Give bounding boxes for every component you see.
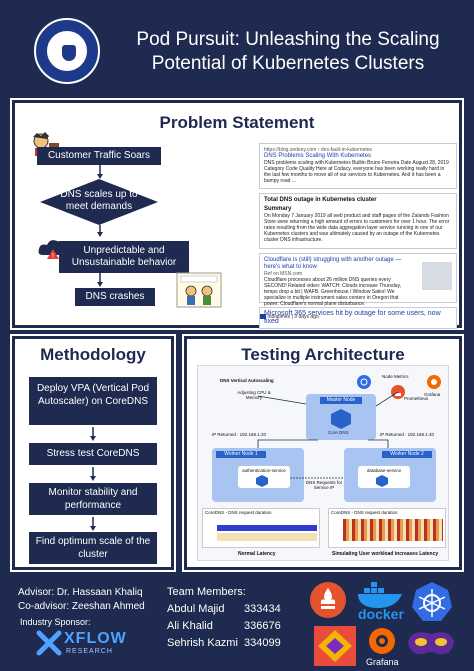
grafana-icon — [427, 375, 441, 389]
svg-text:!: ! — [52, 253, 54, 260]
news-card-heading: Microsoft 365 services hit by outage for… — [264, 310, 441, 325]
news-card-subheading: Summary — [264, 206, 292, 212]
latency-chart-normal: CoreDNS - DNS request duration — [202, 508, 320, 548]
cartoon-comic-icon — [176, 272, 222, 308]
architecture-connectors — [257, 391, 399, 479]
vpa-sublabel: Adjusting CPU & Memory — [237, 390, 271, 400]
methodology-panel: Methodology Deploy VPA (Vertical Pod Aut… — [10, 334, 176, 572]
node-metrics-label: Node Metrics — [382, 374, 409, 379]
cloud-warning-icon: ! — [38, 240, 66, 260]
grafana-swirl-icon — [369, 628, 395, 654]
pod-icon — [256, 475, 268, 487]
news-card-body: On Monday 7 January 2019 all web product… — [264, 213, 450, 243]
method-step-stress-test: Stress test CoreDNS — [29, 443, 157, 465]
latency-heatmap — [343, 519, 443, 541]
worker-node-2: Worker Node 2 database-service — [344, 448, 436, 502]
coadvisor-text: Co-advisor: Zeeshan Ahmed — [18, 601, 145, 612]
news-card-microsoft[interactable]: Microsoft 365 services hit by outage for… — [259, 307, 457, 329]
master-node: Master Node Core DNS — [306, 394, 376, 440]
poster-title: Pod Pursuit: Unleashing the Scaling Pote… — [136, 29, 440, 74]
ip-returned-2: IP Returned : 192.168.1.40 — [380, 432, 434, 437]
news-card-body: DNS problems scaling with Kubernetes Bui… — [264, 160, 449, 184]
flow-arrow-icon — [90, 427, 96, 441]
coredns-logo-icon — [314, 626, 356, 666]
worker-node-1: Worker Node 1 authentication-service — [212, 448, 304, 502]
xflow-x-icon — [36, 630, 62, 656]
method-step-deploy-vpa: Deploy VPA (Vertical Pod Autoscaler) on … — [29, 377, 157, 425]
flow-arrow-icon — [97, 165, 103, 179]
news-card-source: Indiatimes — [267, 314, 291, 320]
master-node-label: Master Node — [320, 397, 362, 404]
xflow-logo: XFLOW RESEARCH — [36, 628, 146, 660]
news-card-heading: DNS Problems Scaling With Kubernetes — [264, 153, 372, 159]
docker-whale-icon — [358, 582, 402, 608]
news-card-age: 9 days ago — [294, 314, 319, 320]
coredns-icon — [331, 409, 351, 429]
testing-title: Testing Architecture — [241, 345, 405, 364]
poster-header: Pod Pursuit: Unleashing the Scaling Pote… — [0, 0, 474, 94]
kubernetes-logo-icon — [412, 582, 452, 621]
simulated-latency-caption: Simulating User workload increases Laten… — [332, 551, 439, 557]
methodology-title: Methodology — [40, 345, 146, 364]
grafana-label: Grafana — [424, 392, 441, 397]
pod-icon — [376, 475, 388, 487]
prometheus-label: Prometheus — [404, 396, 429, 401]
flow-arrow-icon — [90, 517, 96, 531]
flow-arrow-icon — [97, 225, 103, 237]
testing-architecture-panel: Testing Architecture DNS Vertical Autosc… — [182, 334, 464, 572]
news-card-heading: Cloudflare is (still) struggling with an… — [264, 257, 402, 270]
prometheus-logo-icon — [310, 582, 346, 618]
flow-step-dns-crashes: DNS crashes — [75, 288, 155, 306]
flow-arrow-icon — [97, 273, 103, 287]
flow-step-traffic: Customer Traffic Soars — [37, 147, 161, 165]
university-seal-logo — [34, 18, 100, 84]
news-card-zalando[interactable]: Total DNS outage in Kubernetes cluster S… — [259, 193, 457, 249]
coredns-label: Core DNS — [328, 430, 349, 435]
team-label: Team Members: — [167, 586, 246, 598]
grafana-logo: Grafana — [360, 624, 404, 668]
problem-statement-title: Problem Statement — [159, 113, 315, 132]
news-card-body: Cloudflare processes about 26 million DN… — [264, 277, 402, 307]
method-step-monitor: Monitor stability and performance — [29, 483, 157, 515]
sponsor-label: Industry Sponsor: — [20, 617, 91, 627]
news-card-meta: Indiatimes | 9 days ago — [260, 314, 319, 320]
method-step-find-optimum: Find optimum scale of the cluster — [29, 532, 157, 564]
auth-service: authentication-service — [238, 466, 290, 488]
flow-arrow-icon — [90, 467, 96, 481]
docker-logo: docker — [354, 580, 406, 624]
news-card-codacy[interactable]: https://blog.zedeey.com › dns-fault-in-k… — [259, 143, 457, 189]
kubernetes-icon — [357, 375, 371, 389]
indiatimes-icon — [260, 314, 266, 320]
architecture-diagram: DNS Vertical Autoscaling Adjusting CPU &… — [197, 365, 449, 561]
news-card-cloudflare[interactable]: Cloudflare is (still) struggling with an… — [259, 253, 457, 307]
news-card-thumbnail — [422, 262, 452, 290]
flow-step-unpredictable: Unpredictable and Unsustainable behavior — [59, 241, 189, 273]
normal-latency-caption: Normal Latency — [238, 551, 276, 557]
flow-step-dns-scales: DNS scales up to meet demands — [40, 179, 158, 225]
ip-returned-1: IP Returned : 192.168.1.20 — [212, 432, 266, 437]
dns-requests-label: DNS Requests for Service IP — [305, 480, 343, 490]
database-service: database-service — [358, 466, 410, 488]
advisor-text: Advisor: Dr. Hassaan Khaliq — [18, 587, 143, 598]
news-card-heading: Total DNS outage in Kubernetes cluster — [264, 197, 377, 203]
worker-node-2-label: Worker Node 2 — [382, 451, 432, 458]
latency-band — [217, 525, 317, 531]
worker-node-1-label: Worker Node 1 — [216, 451, 266, 458]
vpa-label: DNS Vertical Autoscaling — [220, 378, 274, 383]
vpa-mask-logo-icon — [408, 632, 454, 655]
latency-chart-simulated: CoreDNS - DNS request duration — [328, 508, 446, 548]
problem-statement-panel: Problem Statement Customer Traffic Soars… — [10, 98, 464, 330]
news-card-source: Ref on MSN.com — [264, 271, 303, 277]
news-card-url: https://blog.zedeey.com › dns-fault-in-k… — [264, 147, 373, 153]
latency-band — [217, 533, 317, 541]
